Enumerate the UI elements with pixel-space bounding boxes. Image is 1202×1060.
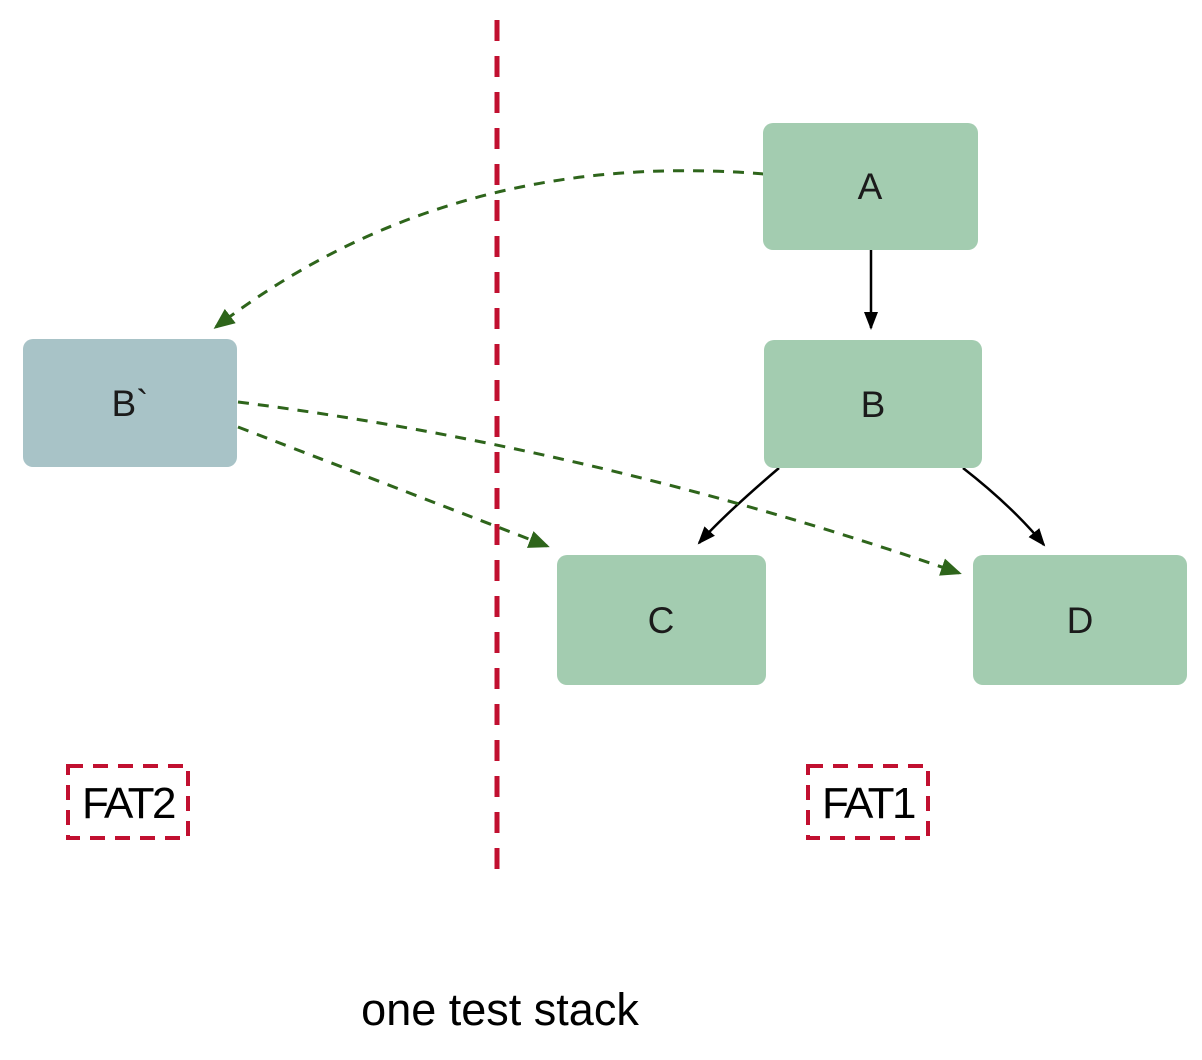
node-a-label: A	[858, 166, 883, 207]
node-c: C	[557, 555, 766, 685]
edge-a-to-bprime	[213, 169, 765, 329]
node-c-box	[557, 555, 766, 685]
node-b-prime-box	[23, 339, 237, 467]
region-fat2-label: FAT2	[82, 779, 175, 828]
node-b-prime: B`	[23, 339, 237, 467]
node-b-label: B	[861, 384, 886, 425]
node-a: A	[763, 123, 978, 250]
region-fat2-box	[66, 764, 190, 840]
region-fat2: FAT2	[66, 764, 190, 840]
node-d-box	[973, 555, 1187, 685]
node-d-label: D	[1067, 600, 1094, 641]
region-fat1: FAT1	[806, 764, 930, 840]
diagram-caption: one test stack	[361, 984, 639, 1035]
edge-b-to-c	[697, 467, 780, 545]
node-a-box	[763, 123, 978, 250]
node-d: D	[973, 555, 1187, 685]
node-c-label: C	[648, 600, 675, 641]
edge-bprime-to-d	[237, 400, 962, 576]
region-fat1-box	[806, 764, 930, 840]
edge-b-to-d	[962, 467, 1046, 547]
node-b: B	[764, 340, 982, 468]
node-b-prime-label: B`	[112, 383, 149, 424]
edge-bprime-to-c	[237, 425, 550, 548]
region-fat1-label: FAT1	[822, 779, 915, 828]
node-b-box	[764, 340, 982, 468]
